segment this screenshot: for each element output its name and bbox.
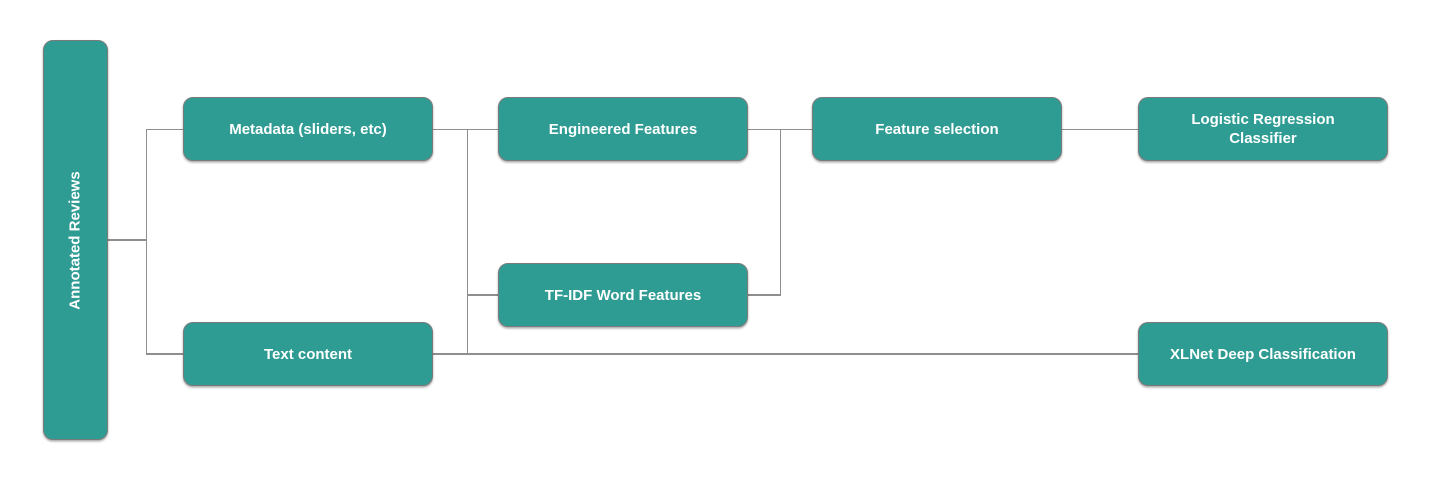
connector-tfidf-to-branch	[748, 294, 780, 296]
node-engineered-features-label: Engineered Features	[548, 120, 698, 138]
connector-text-content-to-xlnet	[433, 353, 1138, 355]
node-annotated-reviews-label: Annotated Reviews	[67, 170, 84, 310]
node-xlnet-deep-classification-label: XLNet Deep Classification	[1170, 345, 1356, 363]
node-logistic-regression-classifier: Logistic Regression Classifier	[1138, 97, 1388, 161]
connector-branch-to-metadata	[146, 128, 183, 130]
connector-metadata-to-engineered	[433, 128, 498, 130]
node-tfidf-word-features-label: TF-IDF Word Features	[544, 286, 702, 304]
connector-branch-to-tfidf	[467, 294, 498, 296]
connector-middle-branch-trunk	[466, 128, 468, 355]
node-text-content: Text content	[183, 322, 433, 386]
node-annotated-reviews: Annotated Reviews	[43, 40, 108, 440]
connector-right-branch-trunk	[779, 128, 781, 296]
connector-annotated-to-branch	[108, 239, 146, 241]
node-feature-selection-label: Feature selection	[875, 120, 999, 138]
node-metadata-label: Metadata (sliders, etc)	[229, 120, 387, 138]
node-text-content-label: Text content	[263, 345, 353, 363]
node-feature-selection: Feature selection	[812, 97, 1062, 161]
node-xlnet-deep-classification: XLNet Deep Classification	[1138, 322, 1388, 386]
connector-left-branch-trunk	[145, 128, 147, 355]
node-logistic-regression-classifier-label: Logistic Regression Classifier	[1191, 111, 1335, 147]
node-engineered-features: Engineered Features	[498, 97, 748, 161]
connector-feature-selection-to-logreg	[1062, 128, 1138, 130]
node-metadata: Metadata (sliders, etc)	[183, 97, 433, 161]
node-tfidf-word-features: TF-IDF Word Features	[498, 263, 748, 327]
connector-branch-to-text-content	[146, 353, 183, 355]
